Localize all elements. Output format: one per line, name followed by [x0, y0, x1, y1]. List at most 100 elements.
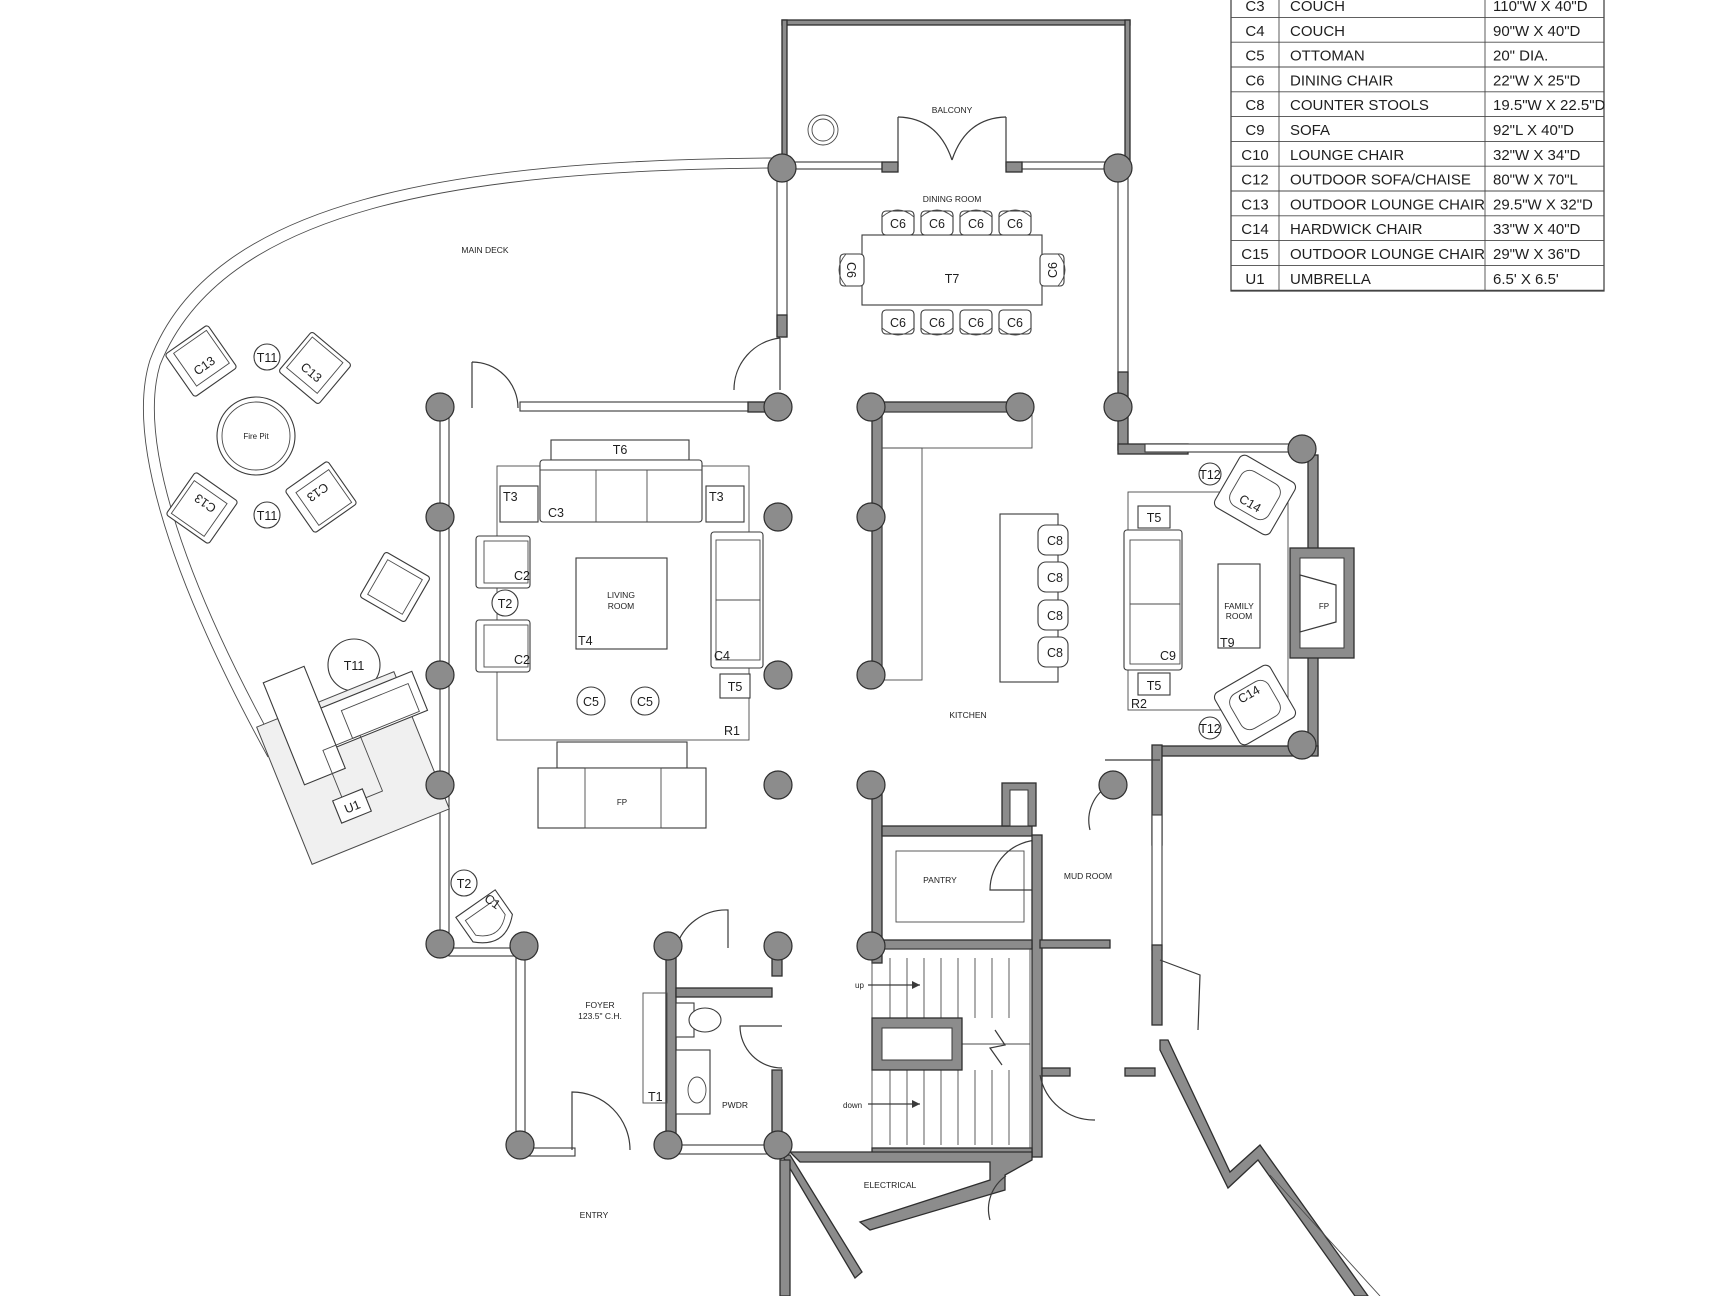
main-deck-outline — [143, 157, 776, 758]
schedule-size: 80"W X 70"L — [1493, 172, 1578, 189]
tag-c6: C6 — [890, 217, 906, 231]
column — [1005, 392, 1035, 422]
column — [425, 660, 455, 690]
column — [653, 931, 683, 961]
schedule-size: 29"W X 36"D — [1493, 246, 1581, 263]
schedule-code: C5 — [1245, 48, 1264, 65]
column — [763, 392, 793, 422]
column — [425, 502, 455, 532]
room-family-1: FAMILY — [1224, 601, 1254, 611]
dining-chair: C6 — [959, 309, 993, 336]
room-main-deck: MAIN DECK — [461, 245, 509, 255]
schedule-name: HARDWICK CHAIR — [1290, 221, 1423, 238]
tag-c8: C8 — [1047, 571, 1063, 585]
tag-t11-1: T11 — [257, 351, 278, 365]
balcony — [781, 19, 1131, 173]
tag-t2-foyer: T2 — [457, 877, 472, 891]
tag-t7: T7 — [945, 272, 960, 286]
tag-t1: T1 — [648, 1090, 663, 1104]
schedule-name: DINING CHAIR — [1290, 72, 1394, 89]
tag-t5-family-bottom: T5 — [1147, 679, 1162, 693]
room-foyer: FOYER — [585, 1000, 614, 1010]
tag-c8: C8 — [1047, 646, 1063, 660]
structural-columns — [425, 153, 1317, 1160]
column — [856, 931, 886, 961]
tag-t5-family-top: T5 — [1147, 511, 1162, 525]
room-pwdr: PWDR — [722, 1100, 748, 1110]
counter-stool: C8 — [1037, 599, 1069, 631]
tag-u1: U1 — [342, 797, 362, 816]
schedule-name: OUTDOOR LOUNGE CHAIR — [1290, 246, 1485, 263]
counter-stool: C8 — [1037, 561, 1069, 593]
tag-c3: C3 — [548, 506, 564, 520]
tag-c8: C8 — [1047, 609, 1063, 623]
schedule-name: OUTDOOR LOUNGE CHAIR — [1290, 196, 1485, 213]
fp-family: FP — [1319, 602, 1329, 611]
dining-chair: C6 — [881, 309, 915, 336]
tag-c6: C6 — [1007, 316, 1023, 330]
room-electrical: ELECTRICAL — [864, 1180, 917, 1190]
schedule-code: C6 — [1245, 72, 1264, 89]
dining-chair-end: C6 — [1039, 253, 1066, 287]
tag-t6: T6 — [613, 443, 628, 457]
column — [763, 1130, 793, 1160]
column — [856, 392, 886, 422]
counter-stool: C8 — [1037, 524, 1069, 556]
tag-c6: C6 — [1046, 262, 1060, 278]
column — [653, 1130, 683, 1160]
column — [1287, 434, 1317, 464]
schedule-code: U1 — [1245, 271, 1264, 288]
room-mud: MUD ROOM — [1064, 871, 1112, 881]
schedule-size: 110"W X 40"D — [1493, 0, 1588, 15]
column — [856, 502, 886, 532]
dining-chair: C6 — [881, 209, 915, 236]
tag-t3-left: T3 — [503, 490, 518, 504]
tag-c5-left: C5 — [583, 695, 599, 709]
tag-r1: R1 — [724, 724, 740, 738]
schedule-size: 22"W X 25"D — [1493, 72, 1581, 89]
tag-t11-3: T11 — [344, 659, 365, 673]
tag-c4: C4 — [714, 649, 730, 663]
tag-c6: C6 — [968, 316, 984, 330]
dining-chair: C6 — [998, 309, 1032, 336]
fp-living: FP — [617, 798, 627, 807]
schedule-code: C9 — [1245, 122, 1264, 139]
dining-chair: C6 — [920, 209, 954, 236]
column — [1103, 392, 1133, 422]
tag-c9: C9 — [1160, 649, 1176, 663]
schedule-code: C15 — [1241, 246, 1269, 263]
schedule-size: 32"W X 34"D — [1493, 147, 1581, 164]
schedule-code: C14 — [1241, 221, 1269, 238]
stair-down: down — [843, 1101, 862, 1110]
tag-c6: C6 — [968, 217, 984, 231]
schedule-name: OUTDOOR SOFA/CHAISE — [1290, 172, 1471, 189]
column — [856, 770, 886, 800]
fire-pit: Fire Pit — [216, 396, 296, 476]
column — [1098, 770, 1128, 800]
tag-c6: C6 — [844, 262, 858, 278]
schedule-code: C12 — [1241, 172, 1269, 189]
dining-chair: C6 — [959, 209, 993, 236]
column — [1103, 153, 1133, 183]
dining-chair-end: C6 — [838, 253, 865, 287]
schedule-code: C10 — [1241, 147, 1269, 164]
room-living-2: ROOM — [608, 601, 634, 611]
schedule-size: 20" DIA. — [1493, 48, 1548, 65]
schedule-size: 90"W X 40"D — [1493, 23, 1581, 40]
counter-stool: C8 — [1037, 636, 1069, 668]
schedule-size: 33"W X 40"D — [1493, 221, 1581, 238]
schedule-name: COUNTER STOOLS — [1290, 97, 1429, 114]
schedule-code: C4 — [1245, 23, 1264, 40]
dining-table-t7: T7 — [861, 234, 1043, 306]
tag-c6: C6 — [890, 316, 906, 330]
room-living-1: LIVING — [607, 590, 635, 600]
room-kitchen: KITCHEN — [949, 710, 986, 720]
tag-t2-living: T2 — [498, 597, 513, 611]
schedule-size: 19.5"W X 22.5"D — [1493, 97, 1606, 114]
schedule-name: OTTOMAN — [1290, 48, 1365, 65]
column — [425, 392, 455, 422]
column — [763, 502, 793, 532]
